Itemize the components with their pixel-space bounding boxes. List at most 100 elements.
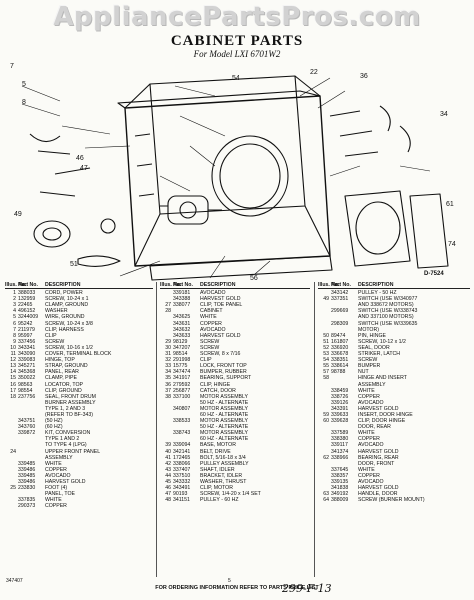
part-no: 338066 xyxy=(173,460,191,467)
cabinet-rear-frame xyxy=(149,75,306,215)
description: TO TYPE 4 (LPG) xyxy=(45,442,87,449)
part-no: 343332 xyxy=(173,479,191,485)
part-no: 338351 xyxy=(331,357,349,364)
illus-no: 30 xyxy=(165,344,171,351)
door-assembly xyxy=(344,190,449,269)
part-no: 172465 xyxy=(173,454,191,461)
description: AND 337100 MOTORS) xyxy=(358,314,414,321)
description: WASHER, THRUST xyxy=(200,479,247,485)
part-no: 22465 xyxy=(18,302,33,309)
description: AND 338672 MOTORS) xyxy=(358,302,414,309)
illus-no: 5 xyxy=(13,314,16,321)
description: MOTOR ASSEMBLY xyxy=(200,430,248,437)
description: WHITE xyxy=(45,460,62,467)
description: (60 HZ) xyxy=(45,424,63,431)
part-no: 343341 xyxy=(18,344,36,351)
part-no: 347474 xyxy=(173,369,191,376)
parts-row: BURNER ASSEMBLY xyxy=(5,400,153,406)
part-no: 342141 xyxy=(173,448,191,455)
description: LOCATOR, TOP xyxy=(45,381,83,388)
description: PULLEY - 50 HZ xyxy=(358,290,397,297)
callout-36: 36 xyxy=(360,73,368,80)
part-no: 98788 xyxy=(331,369,346,376)
handwritten-note: 299-F-13 xyxy=(282,582,332,595)
part-no: 339083 xyxy=(18,357,36,364)
description: ASSEMBLY xyxy=(45,454,73,461)
illus-no: 15 xyxy=(10,375,16,382)
illus-no: 45 xyxy=(165,479,171,485)
illus-no: 39 xyxy=(165,442,171,449)
description: CLIP, GROUND xyxy=(45,387,82,394)
description: SEAL, DOOR xyxy=(358,344,390,351)
description: UPPER FRONT PANEL xyxy=(45,448,101,455)
part-no: 349192 xyxy=(331,491,349,498)
part-no: 291998 xyxy=(173,357,191,364)
part-no: 339486 xyxy=(18,479,36,485)
parts-row: TO TYPE 4 (LPG) xyxy=(5,442,153,448)
illus-no: 1 xyxy=(13,290,16,297)
description: MOTOR) xyxy=(358,326,379,333)
description: SCREW, 10-24 x 1 xyxy=(45,296,89,303)
description: TYPE 1 AND 2 xyxy=(45,436,80,443)
part-no: 339486 xyxy=(18,466,36,473)
description: 50 HZ - ALTERNATE xyxy=(200,399,249,406)
parts-row: 50 HZ - ALTERNATE xyxy=(160,424,310,430)
illus-no: 13 xyxy=(10,363,16,370)
part-no: 132959 xyxy=(18,296,36,303)
description: HINGE, TOP xyxy=(45,357,75,364)
part-no: 299669 xyxy=(331,308,349,315)
description: PANEL, TOE xyxy=(45,491,75,498)
parts-row: 343751(50 HZ) xyxy=(5,418,153,424)
parts-row: PANEL, TOE xyxy=(5,491,153,497)
illus-no: 60 xyxy=(323,418,329,425)
description: DOOR, FRONT xyxy=(358,460,395,467)
illus-no: 52 xyxy=(323,344,329,351)
description: HARVEST GOLD xyxy=(358,485,399,492)
description: SCREW xyxy=(45,338,65,345)
illus-no: 32 xyxy=(165,357,171,364)
callout-22: 22 xyxy=(310,69,318,76)
illus-no: Illus. No. xyxy=(5,282,27,288)
illus-no: 16 xyxy=(10,381,16,388)
description: CATCH, DOOR xyxy=(200,387,236,394)
description: COPPER xyxy=(45,503,67,510)
description: BURNER ASSEMBLY xyxy=(45,399,96,406)
description: COVER, TERMINAL BLOCK xyxy=(45,351,112,358)
parts-row: TYPE 1, 2 AND 3 xyxy=(5,406,153,412)
illus-no: 4 xyxy=(13,308,16,315)
part-no: 340807 xyxy=(173,405,191,412)
parts-row: AND 337100 MOTORS) xyxy=(318,314,470,320)
part-no: 338459 xyxy=(331,387,349,394)
illus-no: 57 xyxy=(323,369,329,376)
description: SCREW, 8 x 7/16 xyxy=(200,351,241,358)
callout-34: 34 xyxy=(440,111,448,118)
cabinet-front-panel xyxy=(124,95,331,267)
parts-row: 343760(60 HZ) xyxy=(5,424,153,430)
description: DESCRIPTION xyxy=(358,282,394,288)
description: KIT, CONVERSION xyxy=(45,430,91,437)
description: SWITCH (USE W/338743 xyxy=(358,308,418,315)
